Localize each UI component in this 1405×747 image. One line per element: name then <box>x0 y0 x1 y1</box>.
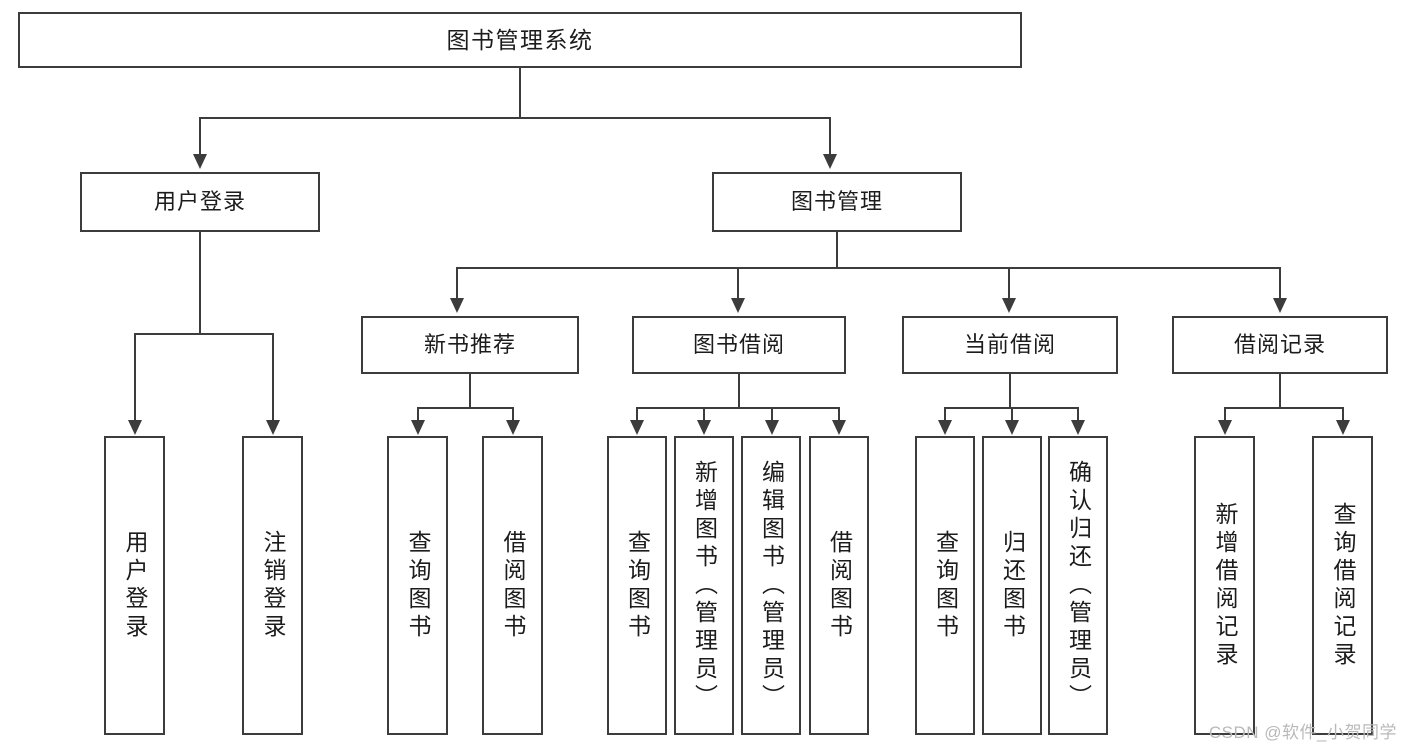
leaf-borrow-book[interactable]: 借阅图书 <box>809 436 869 735</box>
leaf-query-book-current[interactable]: 查询图书 <box>915 436 975 735</box>
arrow-down-icon <box>832 420 846 435</box>
connector-root-to-userlogin <box>199 117 201 156</box>
arrow-down-icon <box>411 420 425 435</box>
connector-newbook-to-leaf2 <box>512 407 514 421</box>
leaf-confirm-return-admin[interactable]: 确认归还（管理员） <box>1048 436 1108 735</box>
connector-userlogin-to-leaf2 <box>272 333 274 421</box>
connector-root-to-bookmgmt <box>829 117 831 156</box>
node-label: 查询借阅记录 <box>1330 501 1356 670</box>
node-label: 图书管理 <box>790 189 883 215</box>
connector-bookmgmt-to-borrow <box>737 267 739 299</box>
connector-userlogin-to-leaf1 <box>134 333 136 421</box>
connector-current-trunk <box>1009 374 1011 408</box>
node-new-book-recommend[interactable]: 新书推荐 <box>361 316 579 374</box>
connector-newbook-to-leaf1 <box>417 407 419 421</box>
node-label: 当前借阅 <box>963 332 1056 358</box>
connector-bookmgmt-bar <box>456 267 1280 269</box>
node-current-borrow[interactable]: 当前借阅 <box>902 316 1118 374</box>
node-label: 确认归还（管理员） <box>1065 459 1092 712</box>
connector-bookmgmt-to-record <box>1279 267 1281 299</box>
connector-bookmgmt-to-newbook <box>456 267 458 299</box>
arrow-down-icon <box>731 298 745 313</box>
leaf-add-borrow-record[interactable]: 新增借阅记录 <box>1194 436 1255 735</box>
connector-root-bar <box>199 117 831 119</box>
connector-borrow-trunk <box>738 374 740 408</box>
connector-root-trunk <box>519 68 521 118</box>
connector-borrow-to-leaf4 <box>838 407 840 421</box>
connector-record-trunk <box>1279 374 1281 408</box>
connector-newbook-bar <box>417 407 513 409</box>
node-label: 新增图书（管理员） <box>691 459 718 712</box>
arrow-down-icon <box>1273 298 1287 313</box>
watermark: CSDN @软件_小贺同学 <box>1208 723 1397 742</box>
arrow-down-icon <box>823 154 837 169</box>
arrow-down-icon <box>193 154 207 169</box>
arrow-down-icon <box>938 420 952 435</box>
node-label: 图书借阅 <box>692 332 785 358</box>
connector-userlogin-bar <box>134 333 274 335</box>
node-label: 新增借阅记录 <box>1212 501 1238 670</box>
connector-bookmgmt-trunk <box>836 232 838 269</box>
leaf-borrow-book-recommend[interactable]: 借阅图书 <box>482 436 543 735</box>
arrow-down-icon <box>1071 420 1085 435</box>
leaf-query-borrow-record[interactable]: 查询借阅记录 <box>1312 436 1373 735</box>
node-label: 查询图书 <box>624 529 651 642</box>
leaf-add-book-admin[interactable]: 新增图书（管理员） <box>674 436 734 735</box>
leaf-logout[interactable]: 注销登录 <box>242 436 303 735</box>
node-book-borrow[interactable]: 图书借阅 <box>632 316 846 374</box>
connector-record-to-leaf1 <box>1224 407 1226 421</box>
node-borrow-record[interactable]: 借阅记录 <box>1172 316 1388 374</box>
arrow-down-icon <box>1336 420 1350 435</box>
arrow-down-icon <box>697 420 711 435</box>
node-label: 注销登录 <box>260 529 286 642</box>
leaf-edit-book-admin[interactable]: 编辑图书（管理员） <box>741 436 801 735</box>
connector-bookmgmt-to-current <box>1008 267 1010 299</box>
arrow-down-icon <box>128 420 142 435</box>
node-label: 归还图书 <box>999 529 1026 642</box>
arrow-down-icon <box>506 420 520 435</box>
connector-current-to-leaf1 <box>944 407 946 421</box>
node-label: 借阅图书 <box>500 529 526 642</box>
node-label: 用户登录 <box>153 189 246 215</box>
node-label: 用户登录 <box>122 529 148 642</box>
connector-record-bar <box>1224 407 1343 409</box>
node-label: 借阅图书 <box>826 529 853 642</box>
node-label: 查询图书 <box>405 529 431 642</box>
node-label: 图书管理系统 <box>446 26 594 53</box>
connector-borrow-to-leaf3 <box>771 407 773 421</box>
node-label: 查询图书 <box>932 529 959 642</box>
arrow-down-icon <box>630 420 644 435</box>
arrow-down-icon <box>1005 420 1019 435</box>
arrow-down-icon <box>450 298 464 313</box>
node-label: 编辑图书（管理员） <box>758 459 785 712</box>
leaf-query-book-recommend[interactable]: 查询图书 <box>387 436 448 735</box>
arrow-down-icon <box>266 420 280 435</box>
arrow-down-icon <box>1218 420 1232 435</box>
connector-record-to-leaf2 <box>1342 407 1344 421</box>
node-book-management[interactable]: 图书管理 <box>712 172 962 232</box>
arrow-down-icon <box>1002 298 1016 313</box>
leaf-return-book[interactable]: 归还图书 <box>982 436 1042 735</box>
node-user-login[interactable]: 用户登录 <box>80 172 320 232</box>
node-root-system[interactable]: 图书管理系统 <box>18 12 1022 68</box>
connector-current-to-leaf3 <box>1077 407 1079 421</box>
connector-userlogin-trunk <box>199 232 201 334</box>
connector-current-to-leaf2 <box>1011 407 1013 421</box>
node-label: 新书推荐 <box>423 332 516 358</box>
connector-borrow-bar <box>636 407 838 409</box>
arrow-down-icon <box>765 420 779 435</box>
leaf-user-login[interactable]: 用户登录 <box>104 436 165 735</box>
connector-newbook-trunk <box>469 374 471 408</box>
connector-borrow-to-leaf2 <box>703 407 705 421</box>
node-label: 借阅记录 <box>1233 332 1326 358</box>
connector-borrow-to-leaf1 <box>636 407 638 421</box>
leaf-query-book-borrow[interactable]: 查询图书 <box>607 436 667 735</box>
